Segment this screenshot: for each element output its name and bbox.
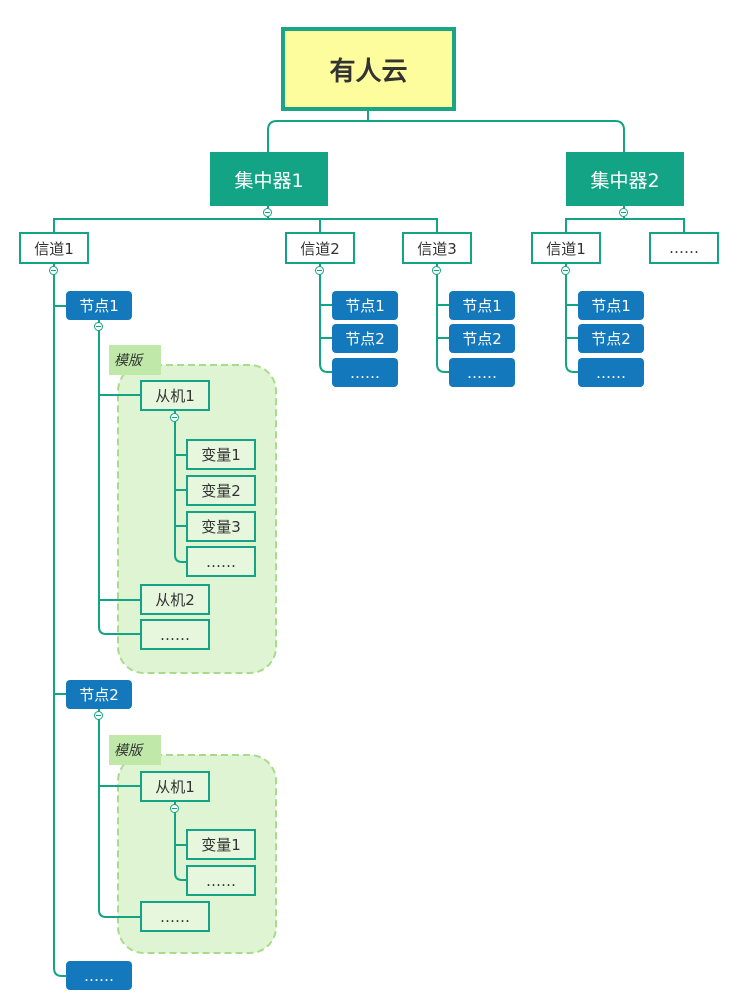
collapse-hub2-icon[interactable] <box>619 208 628 217</box>
hub2-ch1-node-1[interactable]: 节点1 <box>578 291 644 320</box>
node2-slave1-var-more[interactable]: …… <box>186 865 256 896</box>
node2-slave-more[interactable]: …… <box>140 901 210 932</box>
node1-slave1-var-2[interactable]: 变量2 <box>186 475 256 506</box>
template-tag-node2: 模版 <box>109 735 161 765</box>
node1-slave-more[interactable]: …… <box>140 619 210 650</box>
hub2-ch1-node-2[interactable]: 节点2 <box>578 324 644 353</box>
node1-slave1-var-1[interactable]: 变量1 <box>186 439 256 470</box>
hub2-channel-node-1[interactable]: 信道1 <box>531 232 601 264</box>
ch2-node-2[interactable]: 节点2 <box>332 324 398 353</box>
node1-slave1-var-more[interactable]: …… <box>186 546 256 577</box>
ch1-node-1[interactable]: 节点1 <box>66 291 132 320</box>
channel-node-2[interactable]: 信道2 <box>285 232 355 264</box>
ch3-node-1[interactable]: 节点1 <box>449 291 515 320</box>
node1-slave-1[interactable]: 从机1 <box>140 380 210 411</box>
tree-connectors <box>53 111 685 977</box>
ch3-node-2[interactable]: 节点2 <box>449 324 515 353</box>
collapse-channel3-icon[interactable] <box>432 266 441 275</box>
collapse-node2-slave1-icon[interactable] <box>170 804 179 813</box>
collapse-node1-slave1-icon[interactable] <box>170 413 179 422</box>
hub2-ch1-node-more[interactable]: …… <box>578 358 644 387</box>
ch3-node-more[interactable]: …… <box>449 358 515 387</box>
ch1-node-more[interactable]: …… <box>66 961 132 990</box>
hub-node-1[interactable]: 集中器1 <box>210 152 328 206</box>
node2-slave-1[interactable]: 从机1 <box>140 771 210 802</box>
template-tag-node1: 模版 <box>109 345 161 375</box>
root-node[interactable]: 有人云 <box>281 27 456 111</box>
node1-slave1-var-3[interactable]: 变量3 <box>186 511 256 542</box>
hub-node-2[interactable]: 集中器2 <box>566 152 684 206</box>
collapse-hub2-channel1-icon[interactable] <box>561 266 570 275</box>
ch1-node-2[interactable]: 节点2 <box>66 680 132 709</box>
collapse-node2-icon[interactable] <box>94 711 103 720</box>
channel-node-1[interactable]: 信道1 <box>19 232 89 264</box>
collapse-node1-icon[interactable] <box>94 322 103 331</box>
collapse-hub1-icon[interactable] <box>263 208 272 217</box>
collapse-channel1-icon[interactable] <box>49 266 58 275</box>
node1-slave-2[interactable]: 从机2 <box>140 584 210 615</box>
channel-node-3[interactable]: 信道3 <box>402 232 472 264</box>
ch2-node-more[interactable]: …… <box>332 358 398 387</box>
ch2-node-1[interactable]: 节点1 <box>332 291 398 320</box>
node2-slave1-var-1[interactable]: 变量1 <box>186 829 256 860</box>
collapse-channel2-icon[interactable] <box>315 266 324 275</box>
hub2-channel-node-more[interactable]: …… <box>649 232 719 264</box>
